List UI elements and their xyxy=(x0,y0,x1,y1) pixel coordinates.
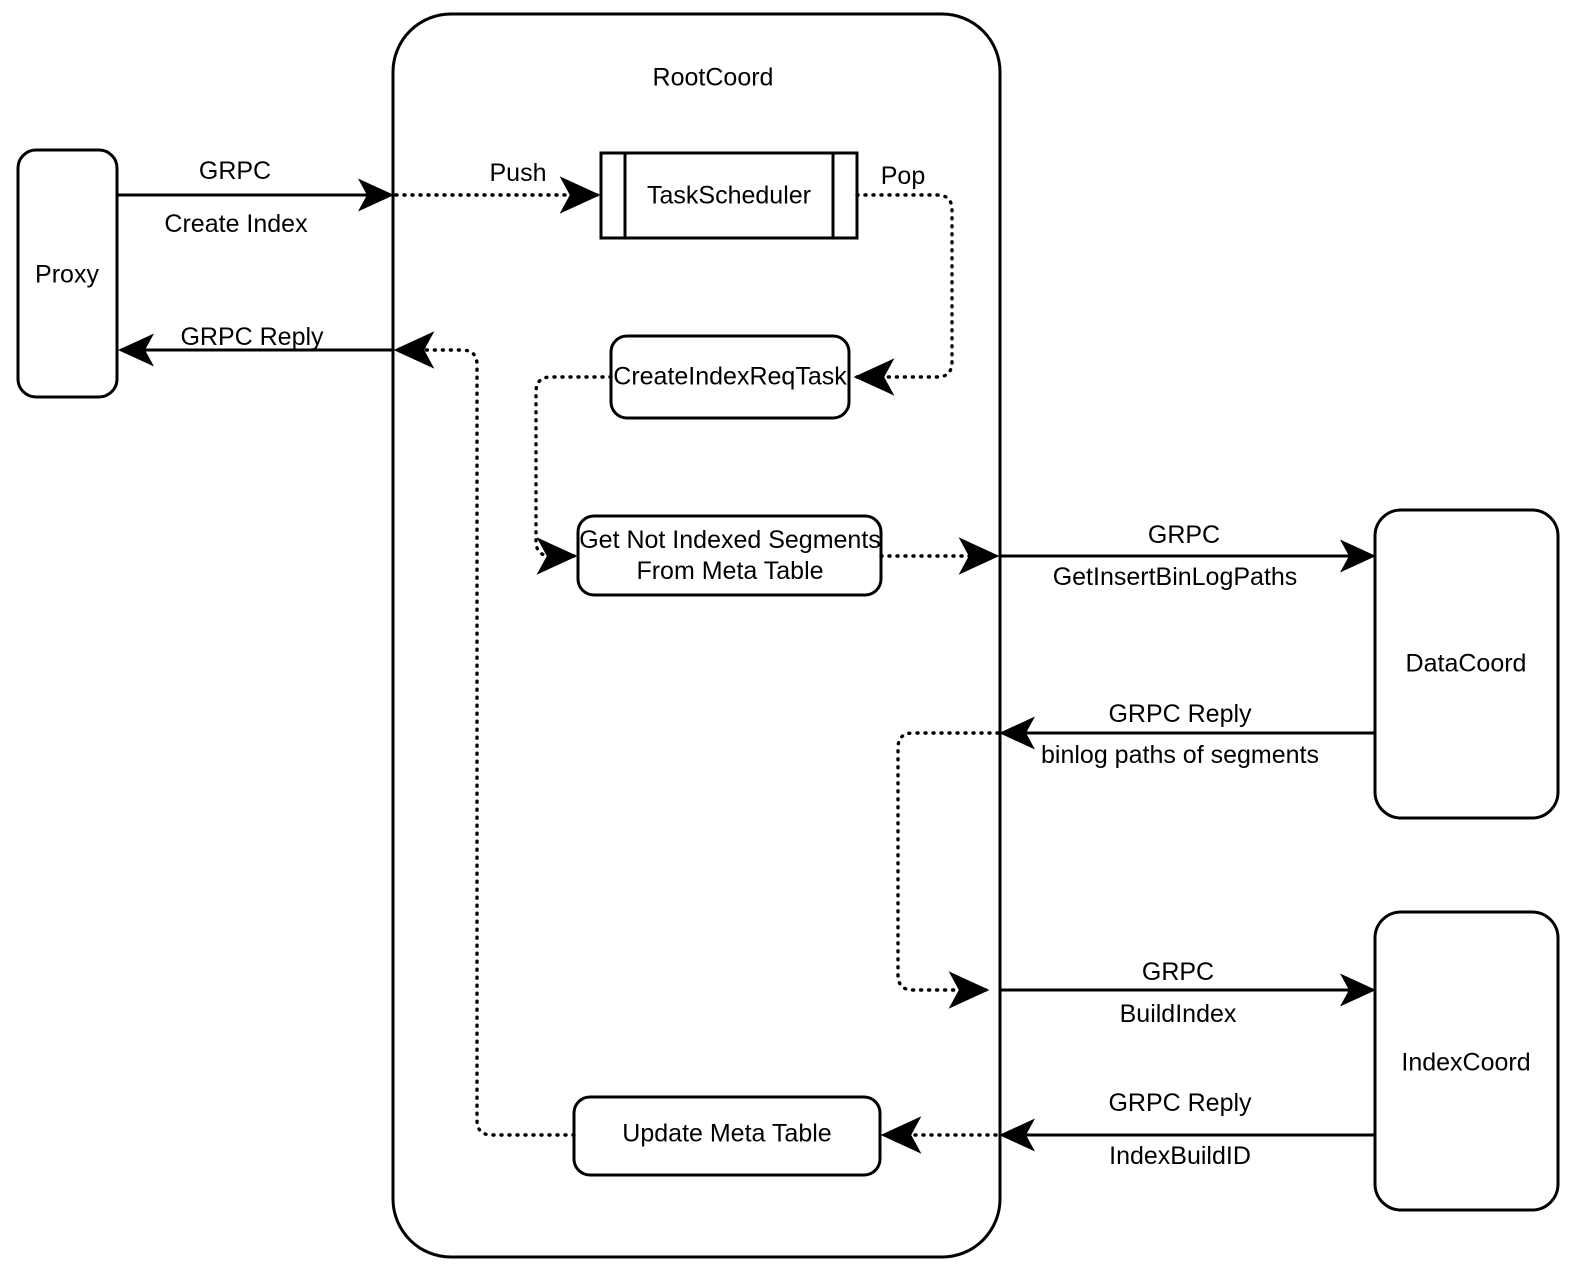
node-proxy[interactable] xyxy=(16,148,119,399)
node-task-scheduler[interactable] xyxy=(599,151,859,240)
edge-pop-to-create-index-req-task xyxy=(853,193,954,396)
node-datacoord[interactable] xyxy=(1373,508,1560,820)
edge-task-to-get-segments xyxy=(534,375,613,575)
node-get-not-indexed-segments[interactable] xyxy=(576,514,883,597)
node-create-index-req-task[interactable] xyxy=(609,334,851,420)
node-indexcoord[interactable] xyxy=(1373,910,1560,1212)
edge-update-meta-table-to-grpc-reply xyxy=(393,331,576,1137)
container-rootcoord xyxy=(391,12,1002,1259)
node-update-meta-table[interactable] xyxy=(572,1095,882,1177)
edge-datacoord-reply-to-buildindex xyxy=(896,731,1000,1009)
